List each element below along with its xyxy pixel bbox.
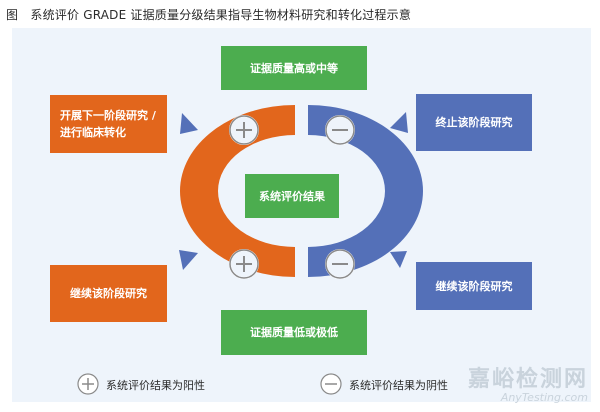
minus-circle-icon xyxy=(325,249,355,279)
box-terminate-stage: 终止该阶段研究 xyxy=(416,94,532,151)
arrow-upper-right xyxy=(390,112,408,133)
figure-caption: 图 系统评价 GRADE 证据质量分级结果指导生物材料研究和转化过程示意 xyxy=(6,8,412,22)
minus-circle-icon xyxy=(325,115,355,145)
box-next-stage-research: 开展下一阶段研究 / 进行临床转化 xyxy=(50,95,167,153)
box-continue-stage-right: 继续该阶段研究 xyxy=(416,262,532,310)
arrow-lower-right xyxy=(390,251,407,268)
blue-half-ring xyxy=(308,105,423,277)
plus-circle-icon xyxy=(229,115,259,145)
orange-half-ring xyxy=(180,105,295,277)
arrow-upper-left xyxy=(180,113,198,134)
arrow-lower-left xyxy=(179,250,198,270)
box-evidence-low: 证据质量低或极低 xyxy=(221,310,367,355)
box-systematic-review-result: 系统评价结果 xyxy=(245,174,339,218)
box-continue-stage-left: 继续该阶段研究 xyxy=(50,265,167,322)
watermark-main: 嘉峪检测网 xyxy=(467,367,588,392)
legend-positive-label: 系统评价结果为阳性 xyxy=(106,379,205,392)
legend-minus-icon xyxy=(320,373,342,395)
watermark: 嘉峪检测网 AnyTesting.com xyxy=(468,368,588,404)
legend-plus-icon xyxy=(77,373,99,395)
plus-circle-icon xyxy=(229,249,259,279)
box-evidence-high: 证据质量高或中等 xyxy=(221,46,367,90)
legend-negative-label: 系统评价结果为阴性 xyxy=(349,379,448,392)
watermark-sub: AnyTesting.com xyxy=(500,391,588,404)
